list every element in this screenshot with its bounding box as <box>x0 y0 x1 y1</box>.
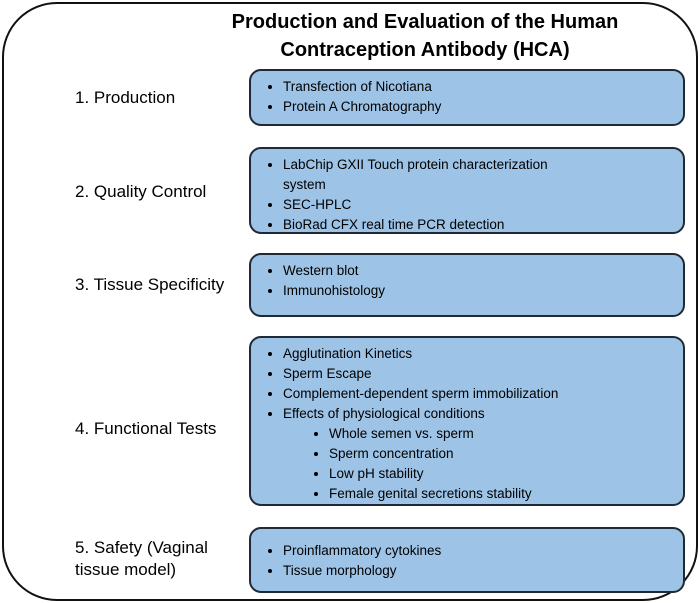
list-item: BioRad CFX real time PCR detection <box>283 215 593 235</box>
stage-label-quality-control: 2. Quality Control <box>75 182 207 201</box>
list-item: LabChip GXII Touch protein characterizat… <box>283 155 593 195</box>
list-item: Complement-dependent sperm immobilizatio… <box>283 384 673 404</box>
stage-box-quality-control: LabChip GXII Touch protein characterizat… <box>249 147 685 234</box>
label-line: 5. Safety (Vaginal <box>75 538 208 557</box>
stage-label-tissue-specificity: 3. Tissue Specificity <box>75 275 225 294</box>
sub-list-item: Low pH stability <box>329 464 673 484</box>
sub-list-item: Sperm concentration <box>329 444 673 464</box>
stage-box-functional-tests: Agglutination Kinetics Sperm Escape Comp… <box>249 336 685 506</box>
list-item: Effects of physiological conditions <box>283 404 673 424</box>
stage-box-production: Transfection of Nicotiana Protein A Chro… <box>249 69 685 126</box>
stage-box-tissue-specificity: Western blot Immunohistology <box>249 253 685 317</box>
list-item: Tissue morphology <box>283 561 673 581</box>
sub-list-item: Female genital secretions stability <box>329 484 673 504</box>
list-item: Immunohistology <box>283 281 673 301</box>
stage-box-safety: Proinflammatory cytokines Tissue morphol… <box>249 527 685 593</box>
title-line: Contraception Antibody (HCA) <box>280 39 570 61</box>
list-item: Western blot <box>283 261 673 281</box>
list-item: SEC-HPLC <box>283 195 593 215</box>
title-line: Production and Evaluation of the Human <box>231 11 619 33</box>
stage-label-production: 1. Production <box>75 88 176 107</box>
sub-list-item: Whole semen vs. sperm <box>329 424 673 444</box>
stage-label-functional-tests: 4. Functional Tests <box>75 419 217 438</box>
list-item: Protein A Chromatography <box>283 97 673 117</box>
list-item: Transfection of Nicotiana <box>283 77 673 97</box>
list-item: Agglutination Kinetics <box>283 344 673 364</box>
list-item: Sperm Escape <box>283 364 673 384</box>
stage-label-safety: 5. Safety (Vaginal tissue model) <box>75 537 208 581</box>
label-line: tissue model) <box>75 560 177 579</box>
list-item: Proinflammatory cytokines <box>283 541 673 561</box>
